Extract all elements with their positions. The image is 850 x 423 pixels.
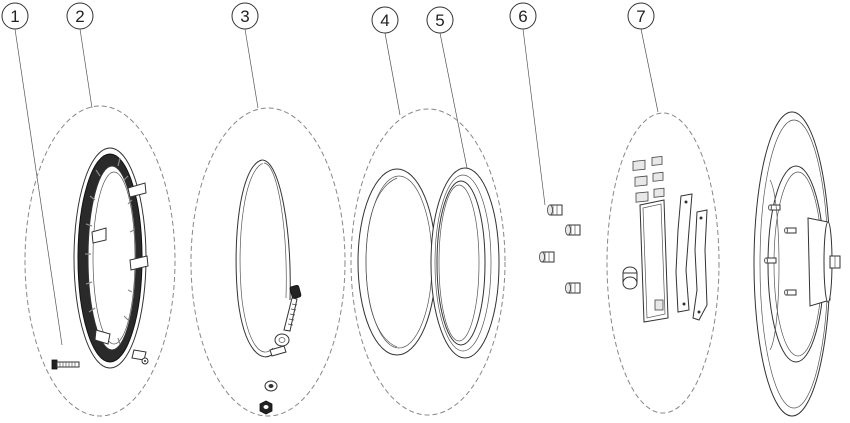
callout-3-label: 3 xyxy=(240,7,249,26)
leader-1 xyxy=(14,28,63,346)
leader-4 xyxy=(384,32,401,116)
leader-lines xyxy=(14,28,659,346)
callout-1: 1 xyxy=(1,2,29,30)
callout-6-label: 6 xyxy=(518,7,527,26)
part-7-circuit-board xyxy=(622,155,669,323)
group-outline-3 xyxy=(190,107,346,417)
group-outline-4-5 xyxy=(350,108,506,416)
spacer-a xyxy=(547,204,563,216)
rear-housing xyxy=(753,111,841,417)
leader-3 xyxy=(244,28,259,109)
leader-7 xyxy=(640,28,659,113)
group-outline-7 xyxy=(606,112,720,414)
spacer-d xyxy=(565,282,581,294)
group-outlines xyxy=(24,105,720,417)
callout-6: 6 xyxy=(509,2,537,30)
spacer-b xyxy=(565,224,581,236)
part-1-screw xyxy=(51,359,80,370)
leader-5 xyxy=(439,32,468,169)
part-5-seal-ring xyxy=(430,167,500,359)
spacer-c xyxy=(539,251,555,263)
callout-7-label: 7 xyxy=(636,7,645,26)
part-3-gasket-ring xyxy=(235,159,291,358)
callout-1-label: 1 xyxy=(10,7,19,26)
callout-5-label: 5 xyxy=(435,11,444,30)
part-7-insulator-strips xyxy=(675,193,708,321)
callout-7: 7 xyxy=(627,2,655,30)
callout-5: 5 xyxy=(426,6,454,34)
callout-4-label: 4 xyxy=(380,11,389,30)
callout-4: 4 xyxy=(371,6,399,34)
leader-2 xyxy=(79,28,93,109)
part-3-bolt-assembly xyxy=(259,284,302,415)
callout-2-label: 2 xyxy=(75,7,84,26)
callout-2: 2 xyxy=(66,2,94,30)
leader-6 xyxy=(522,28,546,206)
part-4-lens xyxy=(357,168,437,356)
group-outline-2 xyxy=(24,105,176,417)
part-6-spacers xyxy=(539,204,581,294)
part-2-front-ring xyxy=(73,147,149,369)
callout-3: 3 xyxy=(231,2,259,30)
